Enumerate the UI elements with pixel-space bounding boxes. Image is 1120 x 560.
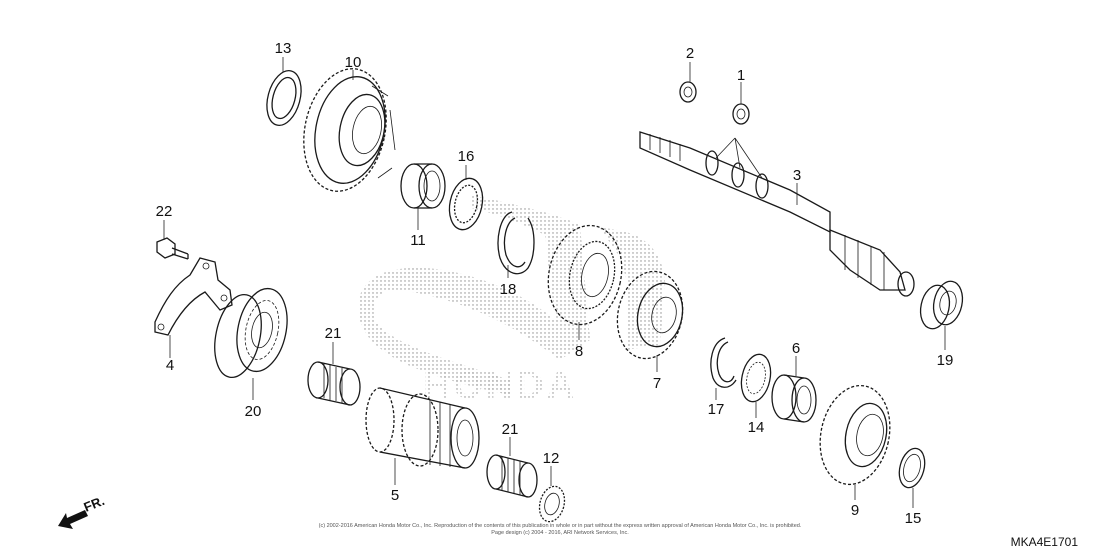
part-21-needle-bearing-upper	[307, 361, 361, 406]
callout-13: 13	[275, 40, 292, 57]
callout-11: 11	[410, 232, 426, 249]
part-14-splined-washer	[740, 353, 772, 403]
part-19-bearing	[919, 280, 964, 330]
copyright-line-2: Page design (c) 2004 - 2016, ARI Network…	[491, 530, 629, 536]
callout-21-lower: 21	[502, 421, 519, 438]
part-18-circlip	[497, 211, 535, 275]
callout-labels: 1 2 3 4 5 6 7 8 9 10 11 12 13 14 15 16 1…	[156, 40, 954, 527]
part-16-splined-washer	[448, 177, 484, 231]
copyright-line-1: (c) 2002-2016 American Honda Motor Co., …	[319, 523, 802, 529]
part-21-needle-bearing-lower	[486, 454, 538, 498]
callout-15: 15	[905, 510, 922, 527]
part-15-washer	[898, 447, 926, 489]
diagram-code: MKA4E1701	[1011, 535, 1079, 549]
callout-5: 5	[391, 487, 399, 504]
part-4-bracket	[154, 257, 233, 336]
callout-7: 7	[653, 375, 661, 392]
callout-16: 16	[458, 148, 475, 165]
part-5-gear-cluster	[365, 387, 480, 469]
callout-21-upper: 21	[325, 325, 342, 342]
callout-6: 6	[792, 340, 800, 357]
part-7-gear	[616, 270, 684, 360]
callout-2: 2	[686, 45, 694, 62]
front-direction-arrow: FR.	[58, 493, 107, 529]
part-12-splined-washer	[538, 485, 566, 523]
part-20-bearing	[214, 287, 288, 378]
part-1-bearing	[732, 103, 750, 125]
callout-18: 18	[500, 281, 517, 298]
part-22-bolt	[156, 237, 189, 260]
part-6-bushing	[771, 374, 817, 423]
callout-3: 3	[793, 167, 801, 184]
part-10-gear	[303, 68, 396, 192]
callout-19: 19	[937, 352, 954, 369]
part-9-gear	[819, 384, 891, 486]
honda-wordmark: HONDA	[423, 365, 577, 407]
callout-4: 4	[166, 357, 174, 374]
callout-9: 9	[851, 502, 859, 519]
callout-1: 1	[737, 67, 745, 84]
part-13-ring	[266, 69, 302, 127]
callout-10: 10	[345, 54, 362, 71]
callout-12: 12	[543, 450, 560, 467]
callout-14: 14	[748, 419, 765, 436]
callout-22: 22	[156, 203, 173, 220]
callout-20: 20	[245, 403, 262, 420]
part-2-bearing	[679, 81, 697, 103]
callout-8: 8	[575, 343, 583, 360]
callout-17: 17	[708, 401, 725, 418]
part-3-countershaft	[639, 131, 915, 297]
part-17-circlip	[710, 337, 737, 388]
callout-leader-lines	[163, 57, 946, 508]
honda-wing-watermark: HONDA	[358, 195, 665, 407]
direction-label: FR.	[82, 493, 107, 515]
part-8-gear	[547, 224, 623, 326]
part-11-bushing	[400, 163, 446, 209]
